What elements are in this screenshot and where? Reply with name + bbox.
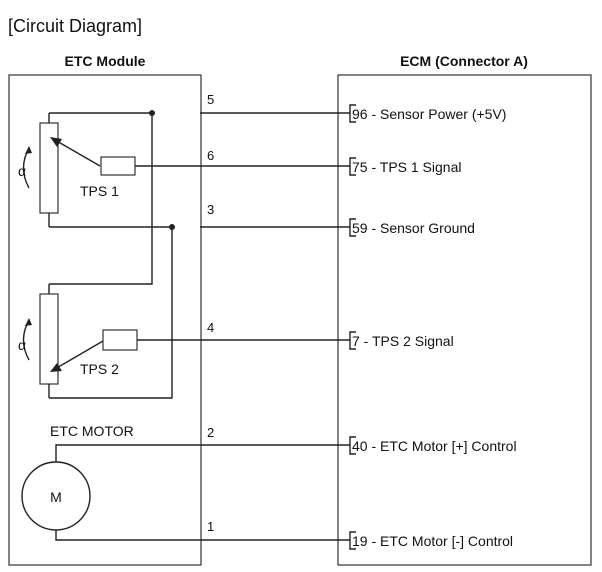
ecm-connector-header: ECM (Connector A) xyxy=(400,53,528,69)
pin-label: 4 xyxy=(207,320,214,335)
terminal-row: 40 - ETC Motor [+] Control xyxy=(349,436,517,455)
pin-label: 2 xyxy=(207,425,214,440)
terminal-number: 19 xyxy=(352,533,368,549)
terminal-number: 96 xyxy=(352,106,368,122)
terminal-description: - ETC Motor [-] Control xyxy=(368,533,513,549)
diagram-title: [Circuit Diagram] xyxy=(8,16,142,36)
tps2-sensor: TPS 2 α xyxy=(18,284,138,398)
terminal-row: 7 - TPS 2 Signal xyxy=(349,331,454,350)
pin-label: 1 xyxy=(207,519,214,534)
terminal-description: - ETC Motor [+] Control xyxy=(368,438,517,454)
terminal-number: 7 xyxy=(352,333,360,349)
terminal-description: - Sensor Power (+5V) xyxy=(368,106,507,122)
svg-text:19 - ETC Motor [-] Control: 19 - ETC Motor [-] Control xyxy=(352,533,513,549)
etc-module-header: ETC Module xyxy=(65,53,146,69)
svg-text:59 - Sensor Ground: 59 - Sensor Ground xyxy=(352,220,475,236)
tps2-block xyxy=(102,329,138,351)
etc-motor-label: ETC MOTOR xyxy=(50,423,134,439)
sensor-power-junction xyxy=(149,110,155,116)
svg-text:75 - TPS 1 Signal: 75 - TPS 1 Signal xyxy=(352,159,461,175)
tps2-wiper-arrow-icon xyxy=(50,363,62,372)
terminal-number: 59 xyxy=(352,220,368,236)
terminal-number: 40 xyxy=(352,438,368,454)
tps1-sensor: TPS 1 α xyxy=(18,113,136,227)
terminal-row: 75 - TPS 1 Signal xyxy=(349,157,461,176)
tps1-wiper-arrow-icon xyxy=(50,137,62,147)
tps1-alpha-symbol: α xyxy=(18,163,26,179)
terminal-description: - TPS 2 Signal xyxy=(360,333,454,349)
sensor-ground-junction xyxy=(169,224,175,230)
svg-text:7 - TPS 2 Signal: 7 - TPS 2 Signal xyxy=(352,333,454,349)
terminal-number: 75 xyxy=(352,159,368,175)
pin-label: 6 xyxy=(207,148,214,163)
terminal-description: - TPS 1 Signal xyxy=(368,159,462,175)
ecm-terminals: 96 - Sensor Power (+5V) 75 - TPS 1 Signa… xyxy=(349,104,517,550)
etc-motor: ETC MOTOR M xyxy=(21,423,200,541)
terminal-row: 59 - Sensor Ground xyxy=(349,218,475,237)
terminal-description: - Sensor Ground xyxy=(368,220,475,236)
svg-text:96 - Sensor Power (+5V): 96 - Sensor Power (+5V) xyxy=(352,106,506,122)
etc-module-box xyxy=(8,74,202,566)
internal-wiring xyxy=(49,110,200,399)
tps1-label: TPS 1 xyxy=(80,183,119,199)
ecm-connector-box xyxy=(337,74,592,566)
terminal-row: 96 - Sensor Power (+5V) xyxy=(349,104,506,123)
svg-text:40 - ETC Motor [+] Control: 40 - ETC Motor [+] Control xyxy=(352,438,517,454)
tps2-label: TPS 2 xyxy=(80,361,119,377)
pin-label: 5 xyxy=(207,92,214,107)
terminal-row: 19 - ETC Motor [-] Control xyxy=(349,531,513,550)
pin-label: 3 xyxy=(207,202,214,217)
tps1-resistor xyxy=(39,122,59,214)
tps1-block xyxy=(100,156,136,176)
tps2-alpha-symbol: α xyxy=(18,337,26,353)
motor-symbol: M xyxy=(50,489,62,505)
harness: 5 6 3 4 2 1 xyxy=(200,92,350,541)
